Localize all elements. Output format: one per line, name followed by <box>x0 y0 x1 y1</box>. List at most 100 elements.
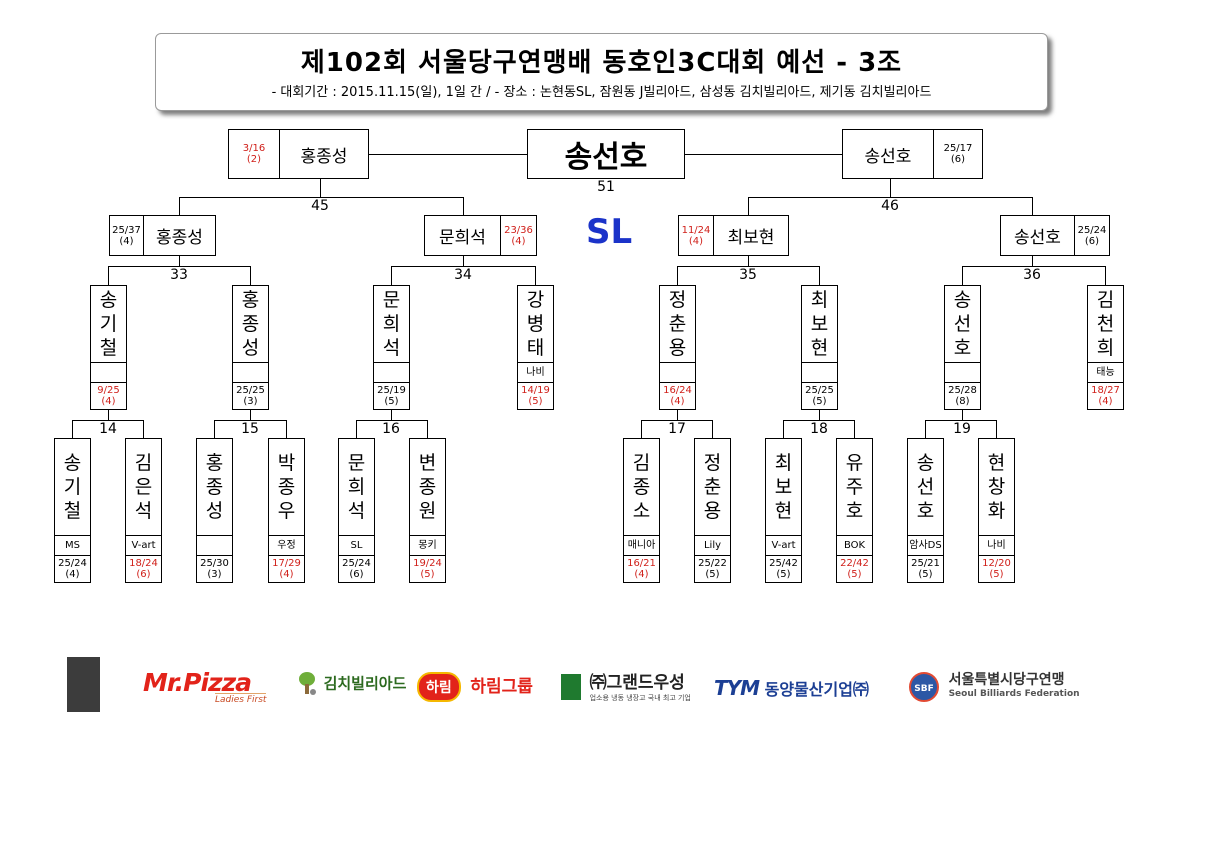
bracket-connector <box>214 420 215 438</box>
score-rank: (5) <box>812 396 827 407</box>
semi-connector <box>179 197 180 215</box>
semi-b-score: 23/36(4) <box>504 224 533 247</box>
score-value: 17/29 <box>272 558 301 569</box>
bracket-connector <box>356 420 357 438</box>
bracket-connector <box>391 266 535 267</box>
dongyang-wordmark: 동양물산기업㈜ <box>764 680 869 699</box>
score-rank: (4) <box>670 396 685 407</box>
player-name-char: 병 <box>526 313 545 335</box>
semi-c-score: 11/24(4) <box>679 216 714 255</box>
player-name-char: 종 <box>632 476 651 498</box>
player-score: 22/42(5) <box>837 556 872 582</box>
player-name-char: 철 <box>63 500 82 522</box>
score-value: 22/42 <box>840 558 869 569</box>
score-value: 25/21 <box>911 558 940 569</box>
bracket-connector <box>108 266 250 267</box>
player-name-char: 원 <box>418 500 437 522</box>
player-name-char: 보 <box>774 476 793 498</box>
player-score: 25/42(5) <box>766 556 801 582</box>
score-value: 18/27 <box>1091 385 1120 396</box>
player-club: 태능 <box>1088 363 1123 383</box>
match-number: 36 <box>1023 267 1041 283</box>
player-club <box>660 363 695 383</box>
player-score: 14/19(5) <box>518 383 553 409</box>
mrpizza-tagline: Ladies First <box>215 693 267 705</box>
semi-connector <box>320 179 321 197</box>
player-name-char: 주 <box>845 476 864 498</box>
player-name-char: 우 <box>277 500 296 522</box>
bracket-connector <box>819 410 820 420</box>
player-score: 25/24(6) <box>339 556 374 582</box>
semi-a-score: 25/37(4) <box>110 216 144 255</box>
score-value: 25/19 <box>377 385 406 396</box>
player-name-char: 철 <box>99 337 118 359</box>
bracket-connector <box>72 420 143 421</box>
bracket-connector <box>819 266 820 285</box>
player-club: 몽키 <box>410 536 445 556</box>
score-value: 25/25 <box>805 385 834 396</box>
semi-connector <box>748 197 1032 198</box>
bracket-connector <box>641 420 642 438</box>
score-value: 14/19 <box>521 385 550 396</box>
score-rank: (4) <box>279 569 294 580</box>
score-value: 16/24 <box>663 385 692 396</box>
score-rank: (5) <box>847 569 862 580</box>
semi-box-a: 25/37(4) 홍종성 <box>109 215 216 256</box>
player-score: 16/24(4) <box>660 383 695 409</box>
player-name-char: 종 <box>241 313 260 335</box>
bracket-connector <box>925 420 996 421</box>
player-score: 25/19(5) <box>374 383 409 409</box>
bracket-connector <box>677 266 678 285</box>
player-club <box>374 363 409 383</box>
player-name-char: 박 <box>277 452 296 474</box>
player-club: SL <box>339 536 374 556</box>
bracket-connector <box>677 266 819 267</box>
semi-connector <box>179 197 463 198</box>
player-club: 우정 <box>269 536 304 556</box>
match-number: 14 <box>99 421 117 437</box>
player-club <box>197 536 232 556</box>
player-name-char: 희 <box>347 476 366 498</box>
final-left-score: 3/16(2) <box>229 130 280 178</box>
score-rank: (4) <box>101 396 116 407</box>
score-value: 25/24 <box>342 558 371 569</box>
grand-woosung-logo: ㈜그랜드우성 업소용 냉동 냉장고 국내 최고 기업 <box>561 674 691 703</box>
bracket-connector <box>1105 266 1106 285</box>
bracket-connector <box>996 420 997 438</box>
player-club <box>945 363 980 383</box>
bracket-connector <box>962 410 963 420</box>
kimchi-icon <box>296 670 318 696</box>
match-number: 16 <box>382 421 400 437</box>
score-value: 19/24 <box>413 558 442 569</box>
semi-connector <box>463 197 464 215</box>
player-club <box>233 363 268 383</box>
score-rank: (5) <box>776 569 791 580</box>
bracket-connector <box>108 266 109 285</box>
match-number: 51 <box>597 179 615 195</box>
score-rank: (4) <box>634 569 649 580</box>
match-number: 17 <box>668 421 686 437</box>
final-right-box: 송선호 25/17(6) <box>842 129 983 179</box>
bracket-connector <box>854 420 855 438</box>
player-name-char: 성 <box>241 337 260 359</box>
venue-label: SL <box>586 212 633 252</box>
player-name-char: 보 <box>810 313 829 335</box>
player-name-char: 화 <box>987 500 1006 522</box>
semi-b-name: 문희석 <box>425 216 501 255</box>
semi-a-name: 홍종성 <box>156 228 203 248</box>
player-score: 16/21(4) <box>624 556 659 582</box>
player-club <box>802 363 837 383</box>
bracket-connector <box>250 410 251 420</box>
